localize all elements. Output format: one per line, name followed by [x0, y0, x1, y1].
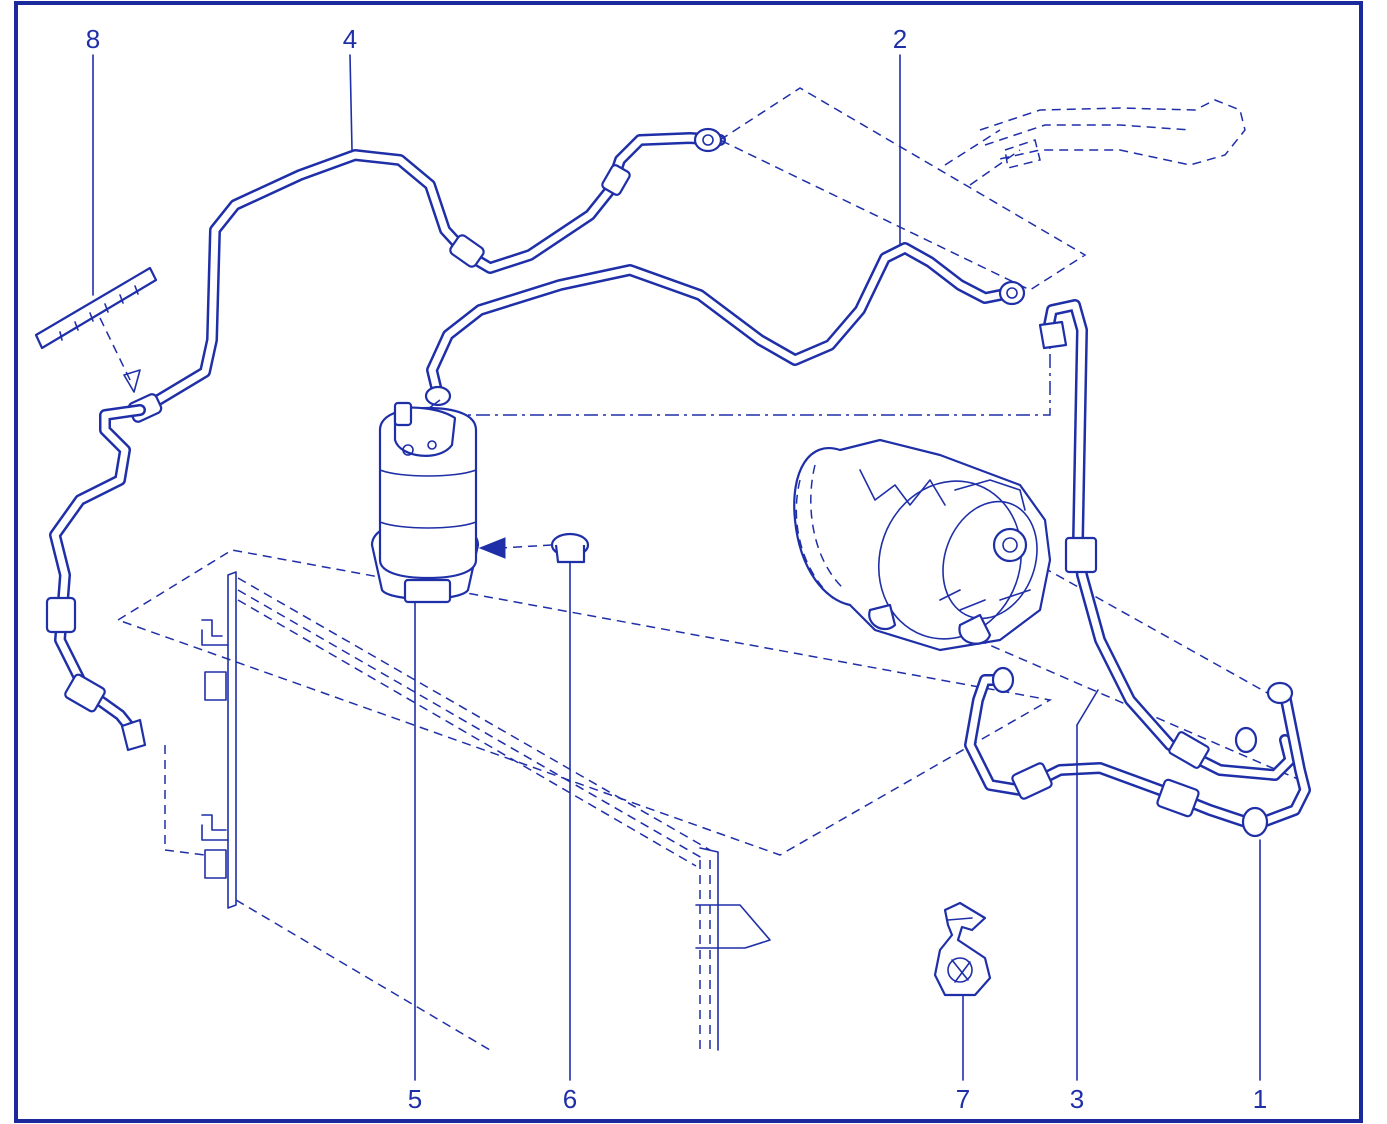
condenser-inlet-hose — [45, 404, 147, 752]
pipe-2 — [424, 242, 1026, 407]
callout-5: 5 — [408, 1084, 422, 1114]
callout-3: 3 — [1070, 1084, 1084, 1114]
expansion-valve — [34, 266, 158, 393]
mounting-guides — [417, 87, 1301, 781]
ac-compressor — [793, 438, 1052, 652]
pipe-3 — [1038, 299, 1296, 781]
drier-plug — [478, 532, 590, 564]
callout-2: 2 — [893, 24, 907, 54]
receiver-drier — [370, 401, 480, 604]
callout-8: 8 — [86, 24, 100, 54]
condenser — [116, 549, 1053, 1051]
callout-6: 6 — [563, 1084, 577, 1114]
parts-bag — [933, 901, 992, 997]
callout-1: 1 — [1253, 1084, 1267, 1114]
pipe-4 — [127, 127, 726, 423]
callout-labels: 8 4 2 5 6 7 3 1 — [86, 24, 1267, 1114]
callout-4: 4 — [343, 24, 357, 54]
diagram-frame — [14, 1, 1363, 1123]
callout-leaders — [92, 54, 1261, 1081]
evaporator-connection — [979, 99, 1246, 169]
pipe-1 — [964, 666, 1311, 838]
callout-7: 7 — [956, 1084, 970, 1114]
